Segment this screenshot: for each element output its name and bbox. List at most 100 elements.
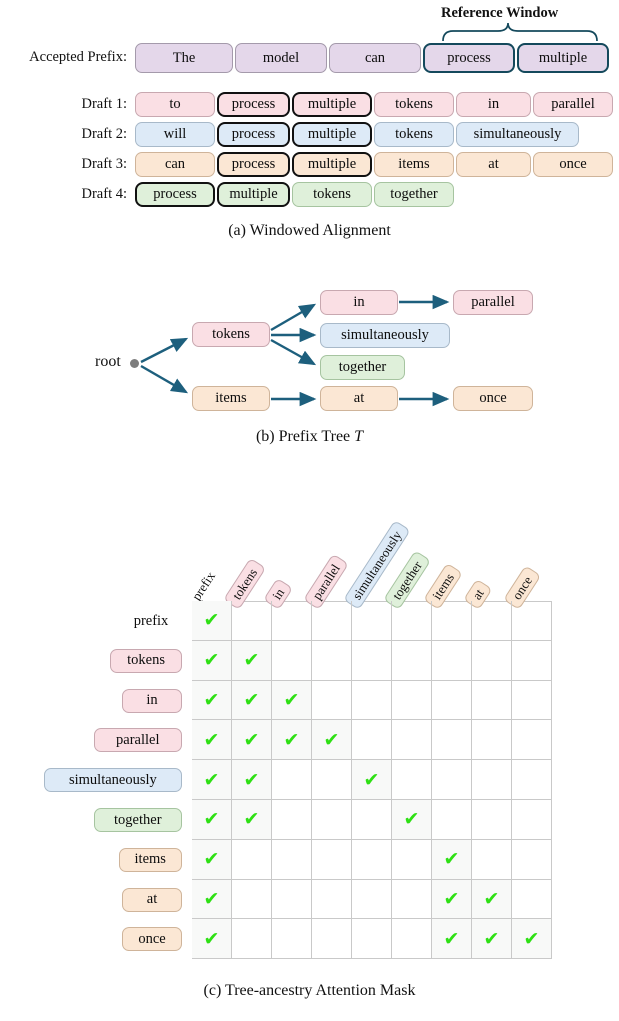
mask-cell-r0-c0: ✔: [192, 601, 232, 641]
mask-cell-r5-c8: [512, 800, 552, 840]
mask-cell-r3-c1: ✔: [232, 720, 272, 761]
mask-cell-r8-c6: ✔: [432, 919, 472, 960]
mask-cell-r7-c2: [272, 879, 312, 920]
tree-root-dot: [130, 359, 139, 368]
tree-node-parallel: parallel: [453, 290, 533, 315]
mask-cell-r8-c3: [312, 919, 352, 960]
panel-a-row-label-2: Draft 2:: [81, 125, 128, 142]
mask-cell-r3-c3: ✔: [312, 720, 352, 761]
mask-cell-r7-c1: [232, 879, 272, 920]
panel-a-row-label-3: Draft 3:: [81, 155, 128, 172]
mask-cell-r1-c1: ✔: [232, 640, 272, 681]
mask-row-label-at: at: [122, 887, 182, 912]
panel-a-token-r0-c4: multiple: [517, 43, 609, 73]
mask-cell-r2-c0: ✔: [192, 680, 232, 721]
panel-a-token-r2-c2: multiple: [292, 122, 372, 147]
mask-cell-r2-c3: [312, 680, 352, 721]
mask-cell-r7-c4: [352, 879, 392, 920]
mask-cell-r0-c3: [312, 601, 352, 641]
panel-a-token-r1-c2: multiple: [292, 92, 372, 117]
mask-row-label-in: in: [122, 688, 182, 713]
mask-cell-r3-c5: [392, 720, 432, 761]
mask-cell-r3-c0: ✔: [192, 720, 232, 761]
mask-cell-r0-c7: [472, 601, 512, 641]
mask-cell-r7-c3: [312, 879, 352, 920]
mask-cell-r7-c6: ✔: [432, 879, 472, 920]
mask-cell-r1-c4: [352, 640, 392, 681]
caption-b-symbol: T: [354, 428, 364, 445]
panel-a-token-r4-c0: process: [135, 182, 215, 207]
mask-cell-r5-c1: ✔: [232, 800, 272, 840]
tree-root-label: root: [95, 353, 121, 370]
panel-a-token-r3-c3: items: [374, 152, 454, 177]
panel-a-token-r1-c5: parallel: [533, 92, 613, 117]
mask-cell-r1-c6: [432, 640, 472, 681]
mask-cell-r4-c5: [392, 760, 432, 800]
mask-row-label-prefix: prefix: [133, 612, 169, 629]
tree-node-items: items: [192, 386, 270, 411]
caption-b: (b) Prefix Tree T: [0, 428, 619, 446]
mask-cell-r2-c8: [512, 680, 552, 721]
mask-cell-r6-c2: [272, 839, 312, 880]
mask-cell-r3-c6: [432, 720, 472, 761]
mask-cell-r6-c0: ✔: [192, 839, 232, 880]
panel-a-token-r1-c4: in: [456, 92, 531, 117]
mask-cell-r7-c8: [512, 879, 552, 920]
mask-cell-r5-c5: ✔: [392, 800, 432, 840]
mask-cell-r2-c4: [352, 680, 392, 721]
caption-b-text: (b) Prefix Tree: [255, 428, 355, 445]
panel-a-token-r4-c2: tokens: [292, 182, 372, 207]
panel-a-row-label-4: Draft 4:: [81, 185, 128, 202]
panel-a-row-label-0: Accepted Prefix:: [29, 49, 127, 65]
panel-a-token-r3-c5: once: [533, 152, 613, 177]
mask-cell-r0-c6: [432, 601, 472, 641]
mask-row-label-parallel: parallel: [93, 728, 182, 753]
panel-a-token-r3-c1: process: [217, 152, 290, 177]
reference-window-label: Reference Window: [441, 5, 559, 21]
tree-node-at: at: [320, 386, 398, 411]
mask-cell-r2-c7: [472, 680, 512, 721]
mask-cell-r5-c0: ✔: [192, 800, 232, 840]
mask-cell-r1-c0: ✔: [192, 640, 232, 681]
mask-cell-r6-c1: [232, 839, 272, 880]
mask-cell-r2-c6: [432, 680, 472, 721]
panel-a-token-r2-c1: process: [217, 122, 290, 147]
panel-a-token-r1-c1: process: [217, 92, 290, 117]
mask-cell-r6-c7: [472, 839, 512, 880]
mask-cell-r5-c7: [472, 800, 512, 840]
mask-cell-r6-c4: [352, 839, 392, 880]
mask-cell-r4-c1: ✔: [232, 760, 272, 800]
mask-cell-r2-c2: ✔: [272, 680, 312, 721]
mask-cell-r0-c2: [272, 601, 312, 641]
panel-a-token-r3-c2: multiple: [292, 152, 372, 177]
mask-cell-r4-c0: ✔: [192, 760, 232, 800]
mask-cell-r4-c3: [312, 760, 352, 800]
mask-row-label-tokens: tokens: [110, 648, 182, 673]
mask-cell-r1-c3: [312, 640, 352, 681]
tree-node-tokens: tokens: [192, 322, 270, 347]
mask-cell-r4-c6: [432, 760, 472, 800]
mask-cell-r4-c2: [272, 760, 312, 800]
tree-node-together: together: [320, 355, 405, 380]
mask-cell-r6-c8: [512, 839, 552, 880]
mask-cell-r4-c4: ✔: [352, 760, 392, 800]
mask-cell-r0-c8: [512, 601, 552, 641]
panel-a-token-r3-c4: at: [456, 152, 531, 177]
mask-cell-r8-c1: [232, 919, 272, 960]
mask-cell-r7-c7: ✔: [472, 879, 512, 920]
caption-c: (c) Tree-ancestry Attention Mask: [203, 982, 416, 999]
mask-cell-r5-c6: [432, 800, 472, 840]
panel-a-token-r1-c3: tokens: [374, 92, 454, 117]
tree-node-in: in: [320, 290, 398, 315]
mask-cell-r4-c8: [512, 760, 552, 800]
mask-row-label-simultaneously: simultaneously: [43, 768, 182, 793]
mask-cell-r3-c7: [472, 720, 512, 761]
mask-cell-r8-c7: ✔: [472, 919, 512, 960]
panel-a-token-r0-c2: can: [329, 43, 421, 73]
panel-a-token-r2-c0: will: [135, 122, 215, 147]
panel-a-token-r3-c0: can: [135, 152, 215, 177]
tree-node-simultaneously: simultaneously: [320, 323, 450, 348]
mask-cell-r6-c3: [312, 839, 352, 880]
mask-cell-r1-c2: [272, 640, 312, 681]
mask-cell-r1-c5: [392, 640, 432, 681]
